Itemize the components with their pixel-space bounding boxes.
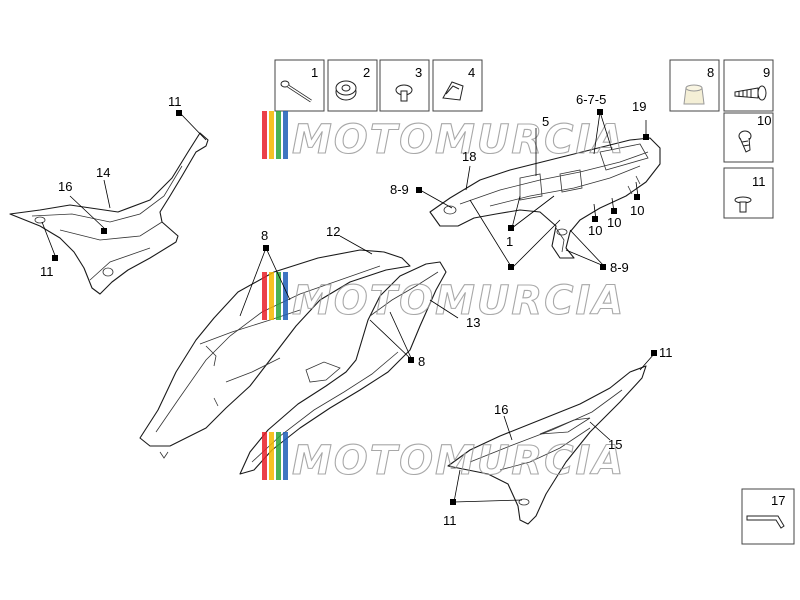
legend-number: 11 [752,174,766,189]
legend-number: 1 [311,65,318,80]
callout-14: 14 [96,165,110,180]
callout-18: 18 [462,149,476,164]
legend-box-3: 3 [379,59,430,112]
callout-19: 19 [632,99,646,114]
rear-frame-part-18-19 [429,137,661,259]
callout-10: 10 [607,215,621,230]
legend-number: 8 [707,65,714,80]
rubber-bush-icon [683,84,705,105]
grommet-icon [335,80,357,101]
right-side-panel-part-15 [447,365,647,525]
watermark-brand-text: MOTOMURCIA [292,278,625,324]
legend-box-10: 10 [723,112,774,163]
callout-11: 11 [659,345,673,360]
callout-8-9: 8-9 [390,182,409,197]
left-side-panel-part-14 [9,132,209,295]
self-tapping-screw-icon [734,85,767,101]
legend-box-1: 1 [274,59,325,112]
callout-1: 1 [506,234,513,249]
legend-number: 2 [363,65,370,80]
screw-icon [738,130,752,153]
legend-number: 3 [415,65,422,80]
callout-8-9: 8-9 [610,260,629,275]
callout-6-7-5: 6-7-5 [576,92,606,107]
leader-lines [41,109,657,505]
right-lower-trim-part-13 [239,261,447,475]
callout-11: 11 [40,264,54,279]
screw-icon [395,84,413,102]
callout-16: 16 [494,402,508,417]
legend-box-8: 8 [669,59,720,112]
watermark-brand-text: MOTOMURCIA [292,438,625,484]
left-lower-panel-part-12 [139,249,411,459]
legend-number: 10 [757,113,771,128]
watermark-top: MOTOMURCIA [262,111,625,164]
legend-number: 17 [771,493,785,508]
callout-8: 8 [418,354,425,369]
pin-bolt-icon [280,80,312,103]
callout-labels: 11 14 16 11 8 12 13 8 18 5 6-7-5 19 8-9 … [40,92,673,528]
legend-box-9: 9 [723,59,774,112]
legend-number: 9 [763,65,770,80]
legend-box-4: 4 [432,59,483,112]
clip-nut-icon [442,81,464,101]
callout-13: 13 [466,315,480,330]
callout-12: 12 [326,224,340,239]
watermark-bottom: MOTOMURCIA [262,432,625,485]
legend-box-11: 11 [723,167,774,219]
legend-box-2: 2 [327,59,378,112]
legend-box-17: 17 [741,488,795,545]
callout-10: 10 [630,203,644,218]
legend-number: 4 [468,65,475,80]
allen-key-icon [746,515,785,529]
watermark-middle: MOTOMURCIA [262,272,625,325]
callout-15: 15 [608,437,622,452]
callout-8: 8 [261,228,268,243]
push-rivet-icon [734,196,752,213]
watermark-brand-text: MOTOMURCIA [292,117,625,163]
callout-11: 11 [443,513,457,528]
callout-11: 11 [168,94,182,109]
callout-16: 16 [58,179,72,194]
callout-5: 5 [542,114,549,129]
callout-10: 10 [588,223,602,238]
